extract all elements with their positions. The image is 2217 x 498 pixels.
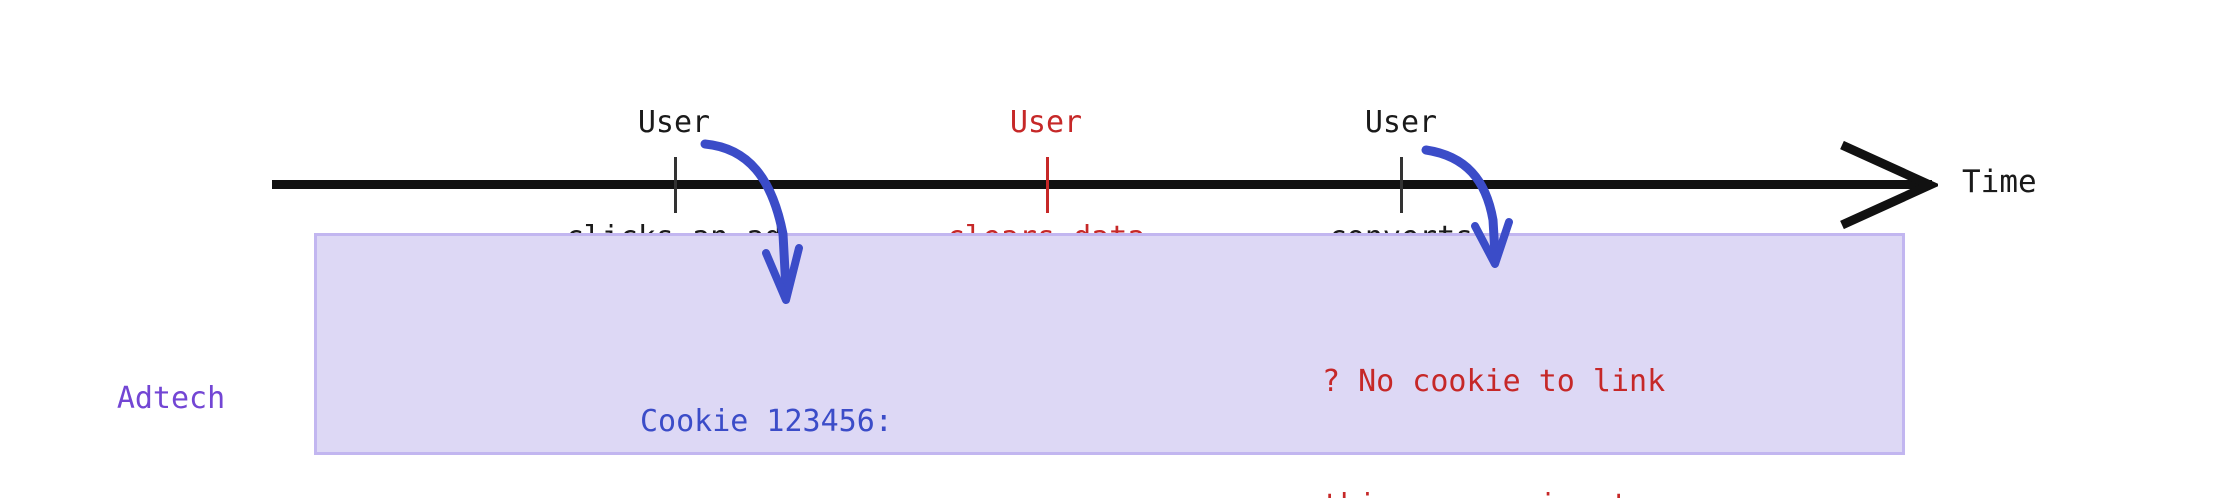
note-cookie-ad-clicked: Cookie 123456: Ad clicked (640, 318, 893, 498)
event-label-line1: User (637, 104, 711, 140)
arrow-convert-to-failure-note (1421, 145, 1513, 268)
event-label-line1: User (1009, 104, 1083, 140)
note-failure-line2: this conversion to (1322, 485, 1665, 498)
tick-user-converts (1400, 157, 1403, 213)
arrow-click-to-cookie-note (700, 139, 803, 304)
adtech-server-lane-box (314, 233, 1905, 455)
time-axis-caption: Time (1962, 164, 2037, 200)
adtech-server-label-line1: Adtech (116, 380, 226, 416)
event-label-line1: User (1364, 104, 1438, 140)
tick-user-clicks-an-ad (674, 157, 677, 213)
time-axis-line (272, 180, 1932, 189)
time-axis-arrowhead (1840, 141, 1938, 229)
note-failure-line1: ? No cookie to link (1322, 363, 1666, 399)
note-cookie-line1: Cookie 123456: (640, 403, 893, 439)
tick-user-clears-data (1046, 157, 1049, 213)
note-no-cookie-failure: ? No cookie to link this conversion to ⇒… (1322, 278, 1665, 498)
adtech-server-label: Adtech server (60, 295, 282, 498)
